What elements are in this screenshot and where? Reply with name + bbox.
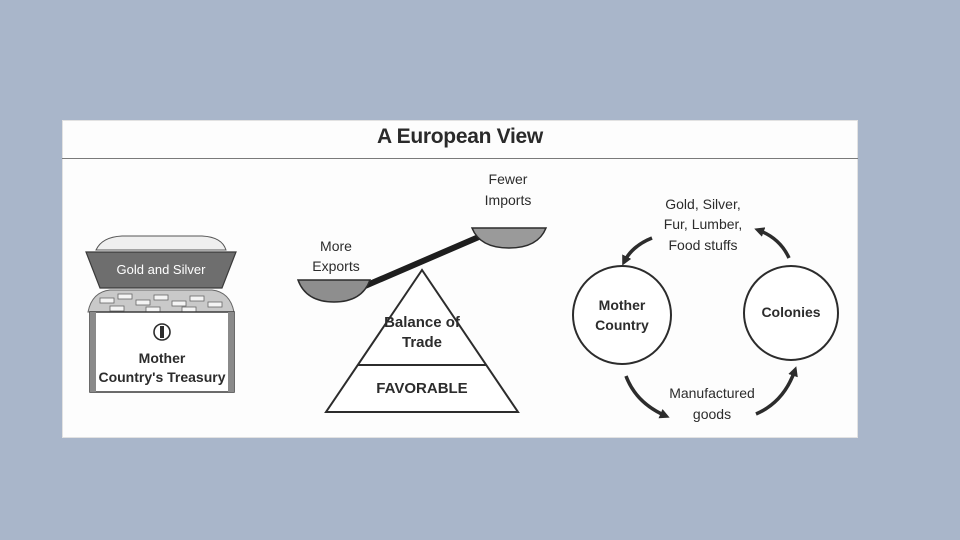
trade-scale: Balance of Trade FAVORABLE More Exports … <box>296 171 548 413</box>
mother-country-circle <box>572 265 672 365</box>
exports-label-line1: More <box>320 238 352 254</box>
treasury-chest: Gold and Silver Mother Country's Treasur… <box>85 235 237 393</box>
exports-label-line2: Exports <box>312 258 359 274</box>
pyramid-label-line2: Trade <box>402 334 442 351</box>
treasury-left-edge <box>90 312 96 392</box>
pyramid-base-label: FAVORABLE <box>376 380 467 397</box>
mother-country-line1: Mother <box>599 297 646 313</box>
pyramid-label-line1: Balance of <box>384 314 461 331</box>
treasury-right-edge <box>228 312 234 392</box>
treasury-label-line2: Country's Treasury <box>98 369 225 385</box>
imports-label-line2: Imports <box>485 192 532 208</box>
treasury-bowl <box>85 251 237 289</box>
exports-pan <box>296 279 372 303</box>
colonies-label: Colonies <box>761 304 820 320</box>
title-divider <box>62 158 858 159</box>
scale-beam <box>355 230 491 292</box>
treasury-label-line1: Mother <box>139 350 186 366</box>
lock-icon <box>153 323 171 341</box>
ingot-marks <box>99 293 223 313</box>
raw-materials-arrow-right <box>754 227 791 259</box>
pyramid-outline <box>324 268 520 413</box>
gold-silver-label: Gold and Silver <box>117 262 207 277</box>
mother-country-line2: Country <box>595 317 649 333</box>
manufactured-line2: goods <box>693 406 731 422</box>
diagram-panel: A European View Gold and Silver <box>62 120 858 438</box>
manufactured-arrow-right <box>755 366 798 416</box>
diagram-title: A European View <box>377 125 543 148</box>
raw-materials-line3: Food stuffs <box>668 237 737 253</box>
colonies-circle <box>743 265 839 361</box>
raw-materials-arrow-left <box>622 236 653 266</box>
trade-cycle: Mother Country Colonies Gold, Silver, Fu… <box>572 196 839 422</box>
diagram-canvas: Gold and Silver Mother Country's Treasur… <box>85 171 839 422</box>
imports-label-line1: Fewer <box>489 171 528 187</box>
manufactured-arrow-left <box>624 375 670 419</box>
imports-pan <box>470 227 548 249</box>
manufactured-line1: Manufactured <box>669 385 755 401</box>
raw-materials-line2: Fur, Lumber, <box>664 216 743 232</box>
raw-materials-line1: Gold, Silver, <box>665 196 740 212</box>
treasury-metal-pile <box>95 235 227 251</box>
